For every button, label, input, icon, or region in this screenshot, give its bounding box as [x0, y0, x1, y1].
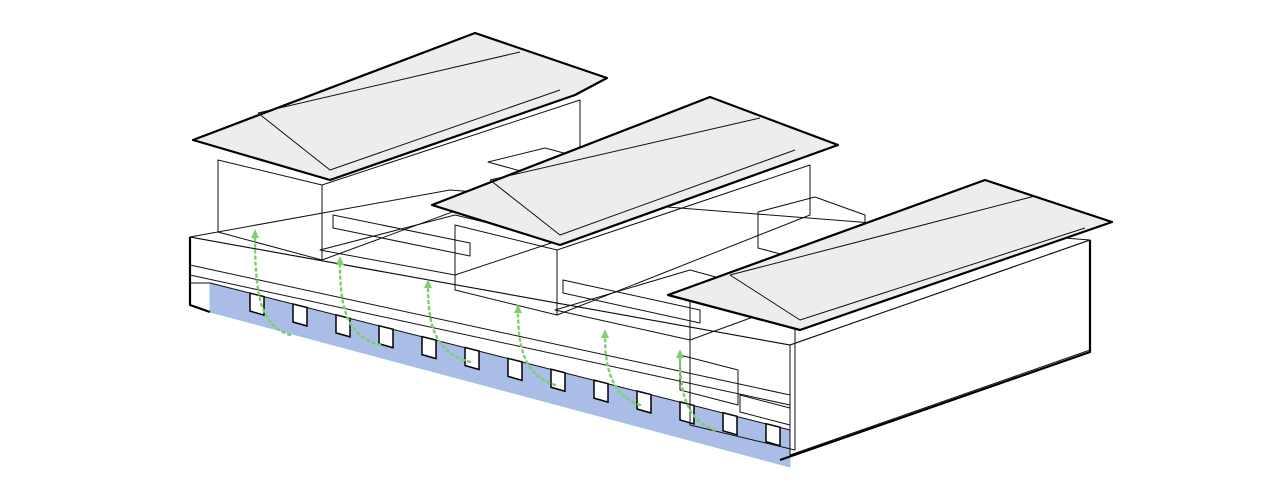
- middle-roof: [430, 95, 840, 247]
- step-block-2: [739, 394, 791, 426]
- middle-building-side: [556, 164, 811, 316]
- airflow-arrow: [603, 333, 642, 407]
- step-block: [679, 354, 739, 406]
- left-roof-ridge: [257, 51, 521, 114]
- podium-front: [189, 236, 791, 431]
- left-roof: [191, 31, 609, 182]
- terrace-bar-1: [332, 214, 471, 257]
- arrowhead-icon: [424, 279, 432, 288]
- right-roof: [666, 178, 1114, 332]
- left-roof-hip: [257, 89, 561, 171]
- terrace-bar-2: [562, 279, 701, 324]
- arrowhead-icon: [601, 329, 609, 338]
- podium-outline-right: [779, 240, 1092, 462]
- right-roof-ridge: [729, 195, 1036, 276]
- arrowhead-icon: [251, 229, 259, 238]
- airflow-arrow: [678, 353, 717, 432]
- middle-roof-hip: [489, 149, 796, 236]
- airflow-arrow: [338, 260, 382, 347]
- middle-roof-ridge: [489, 117, 761, 181]
- airflow-arrow: [253, 233, 292, 337]
- right-roof-hip: [729, 227, 1086, 321]
- airflow-arrow: [426, 283, 472, 364]
- arrowhead-icon: [514, 304, 522, 313]
- arrowhead-icon: [676, 349, 684, 358]
- arrowhead-icon: [336, 256, 344, 265]
- airflow-arrows: [251, 229, 717, 432]
- podium-outline-left: [188, 237, 211, 314]
- airflow-arrow: [516, 308, 557, 387]
